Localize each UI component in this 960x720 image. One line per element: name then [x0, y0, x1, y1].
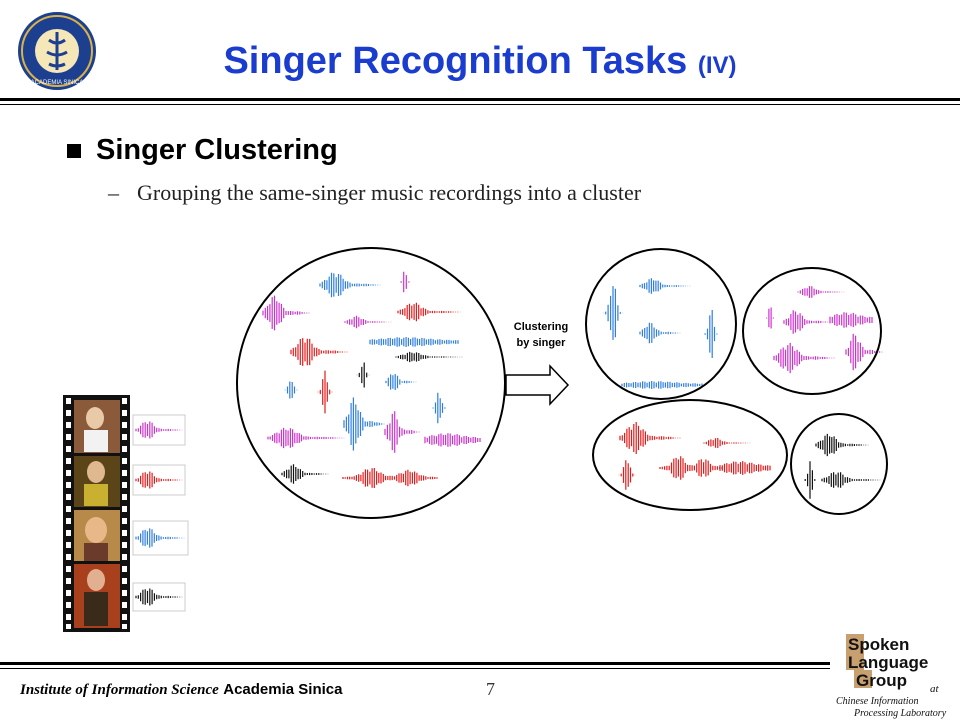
film-strip	[63, 395, 130, 632]
cluster-red	[592, 399, 788, 511]
mixed-wave	[281, 464, 329, 484]
sub-bullet-dash: –	[108, 180, 119, 205]
title-divider-thin	[0, 104, 960, 105]
black-cluster-wave	[821, 472, 881, 488]
cluster-blue	[585, 248, 737, 400]
spoken-language-group-logo: Spoken Language Group at Chinese Informa…	[836, 634, 947, 719]
mixed-wave	[356, 362, 370, 388]
footer-institution: Institute of Information Science Academi…	[20, 681, 342, 699]
footer-divider	[0, 662, 830, 665]
red-cluster-wave	[659, 456, 723, 480]
magenta-cluster-wave	[783, 310, 831, 334]
slg-lab-line1: Chinese Information	[836, 696, 919, 707]
magenta-cluster-wave	[773, 342, 835, 374]
title-suffix: (IV)	[697, 52, 737, 79]
slg-lab-line2: Processing Laboratory	[853, 708, 947, 719]
mixed-wave	[342, 468, 438, 488]
blue-cluster-wave	[621, 381, 703, 389]
blue-cluster-wave	[602, 286, 624, 340]
page-number: 7	[486, 679, 495, 699]
sample-wave-blue	[135, 528, 185, 548]
slg-line2: Language	[848, 653, 928, 672]
sample-wave-red	[135, 471, 183, 489]
magenta-cluster-wave	[829, 312, 873, 328]
mixed-wave	[284, 381, 298, 399]
clustering-illustration: Clustering by singer	[63, 247, 888, 632]
slide-title: Singer Recognition Tasks (IV)	[0, 40, 960, 83]
blue-cluster-wave	[639, 278, 691, 294]
red-cluster-wave	[619, 422, 681, 454]
magenta-cluster-wave	[797, 286, 845, 298]
footer-academia: Academia Sinica	[223, 681, 343, 698]
title-main: Singer Recognition Tasks	[223, 40, 688, 82]
magenta-cluster-wave	[766, 307, 774, 329]
footer-divider-thin	[0, 668, 830, 669]
red-cluster-wave	[618, 460, 636, 490]
mixed-wave	[262, 295, 310, 331]
mixed-wave	[424, 433, 481, 447]
arrow-label-line2: by singer	[517, 337, 567, 349]
clustering-arrow	[505, 364, 570, 406]
blue-cluster-wave	[704, 310, 718, 358]
mixed-wave	[395, 351, 463, 363]
cluster-magenta	[742, 267, 882, 395]
sub-bullet-text: Grouping the same-singer music recording…	[137, 180, 642, 205]
arrow-label-line1: Clustering	[514, 321, 568, 333]
sample-wave-magenta	[135, 421, 183, 439]
magenta-cluster-wave	[845, 333, 883, 371]
mixed-wave	[344, 315, 392, 329]
mixed-wave	[369, 337, 459, 347]
cluster-black	[790, 413, 888, 515]
blue-cluster-wave	[639, 322, 681, 344]
mixed-wave	[397, 302, 461, 322]
mixed-wave	[267, 427, 345, 449]
singer-waveform-samples	[132, 414, 189, 612]
slg-line1: Spoken	[848, 635, 909, 654]
unclustered-recordings-circle	[236, 247, 506, 519]
mixed-wave	[384, 411, 420, 453]
mixed-wave	[432, 392, 446, 424]
footer-institute: Institute of Information Science	[20, 682, 219, 698]
black-cluster-wave	[815, 433, 869, 457]
academia-sinica-logo: ACADEMIA SINICA	[18, 12, 96, 90]
title-divider	[0, 98, 960, 101]
sample-wave-black	[135, 588, 183, 606]
mixed-wave	[290, 338, 348, 366]
bullet-heading: Singer Clustering	[96, 134, 338, 166]
bullet-square-icon	[67, 144, 81, 158]
red-cluster-wave	[719, 461, 771, 475]
slg-line3: Group	[856, 671, 907, 690]
mixed-wave	[343, 397, 385, 451]
mixed-wave	[317, 370, 333, 414]
svg-text:ACADEMIA SINICA: ACADEMIA SINICA	[31, 80, 84, 86]
red-cluster-wave	[703, 438, 751, 448]
black-cluster-wave	[804, 461, 816, 499]
slg-at: at	[930, 683, 940, 695]
mixed-wave	[385, 374, 417, 390]
mixed-wave	[400, 271, 410, 293]
mixed-wave	[319, 272, 381, 298]
